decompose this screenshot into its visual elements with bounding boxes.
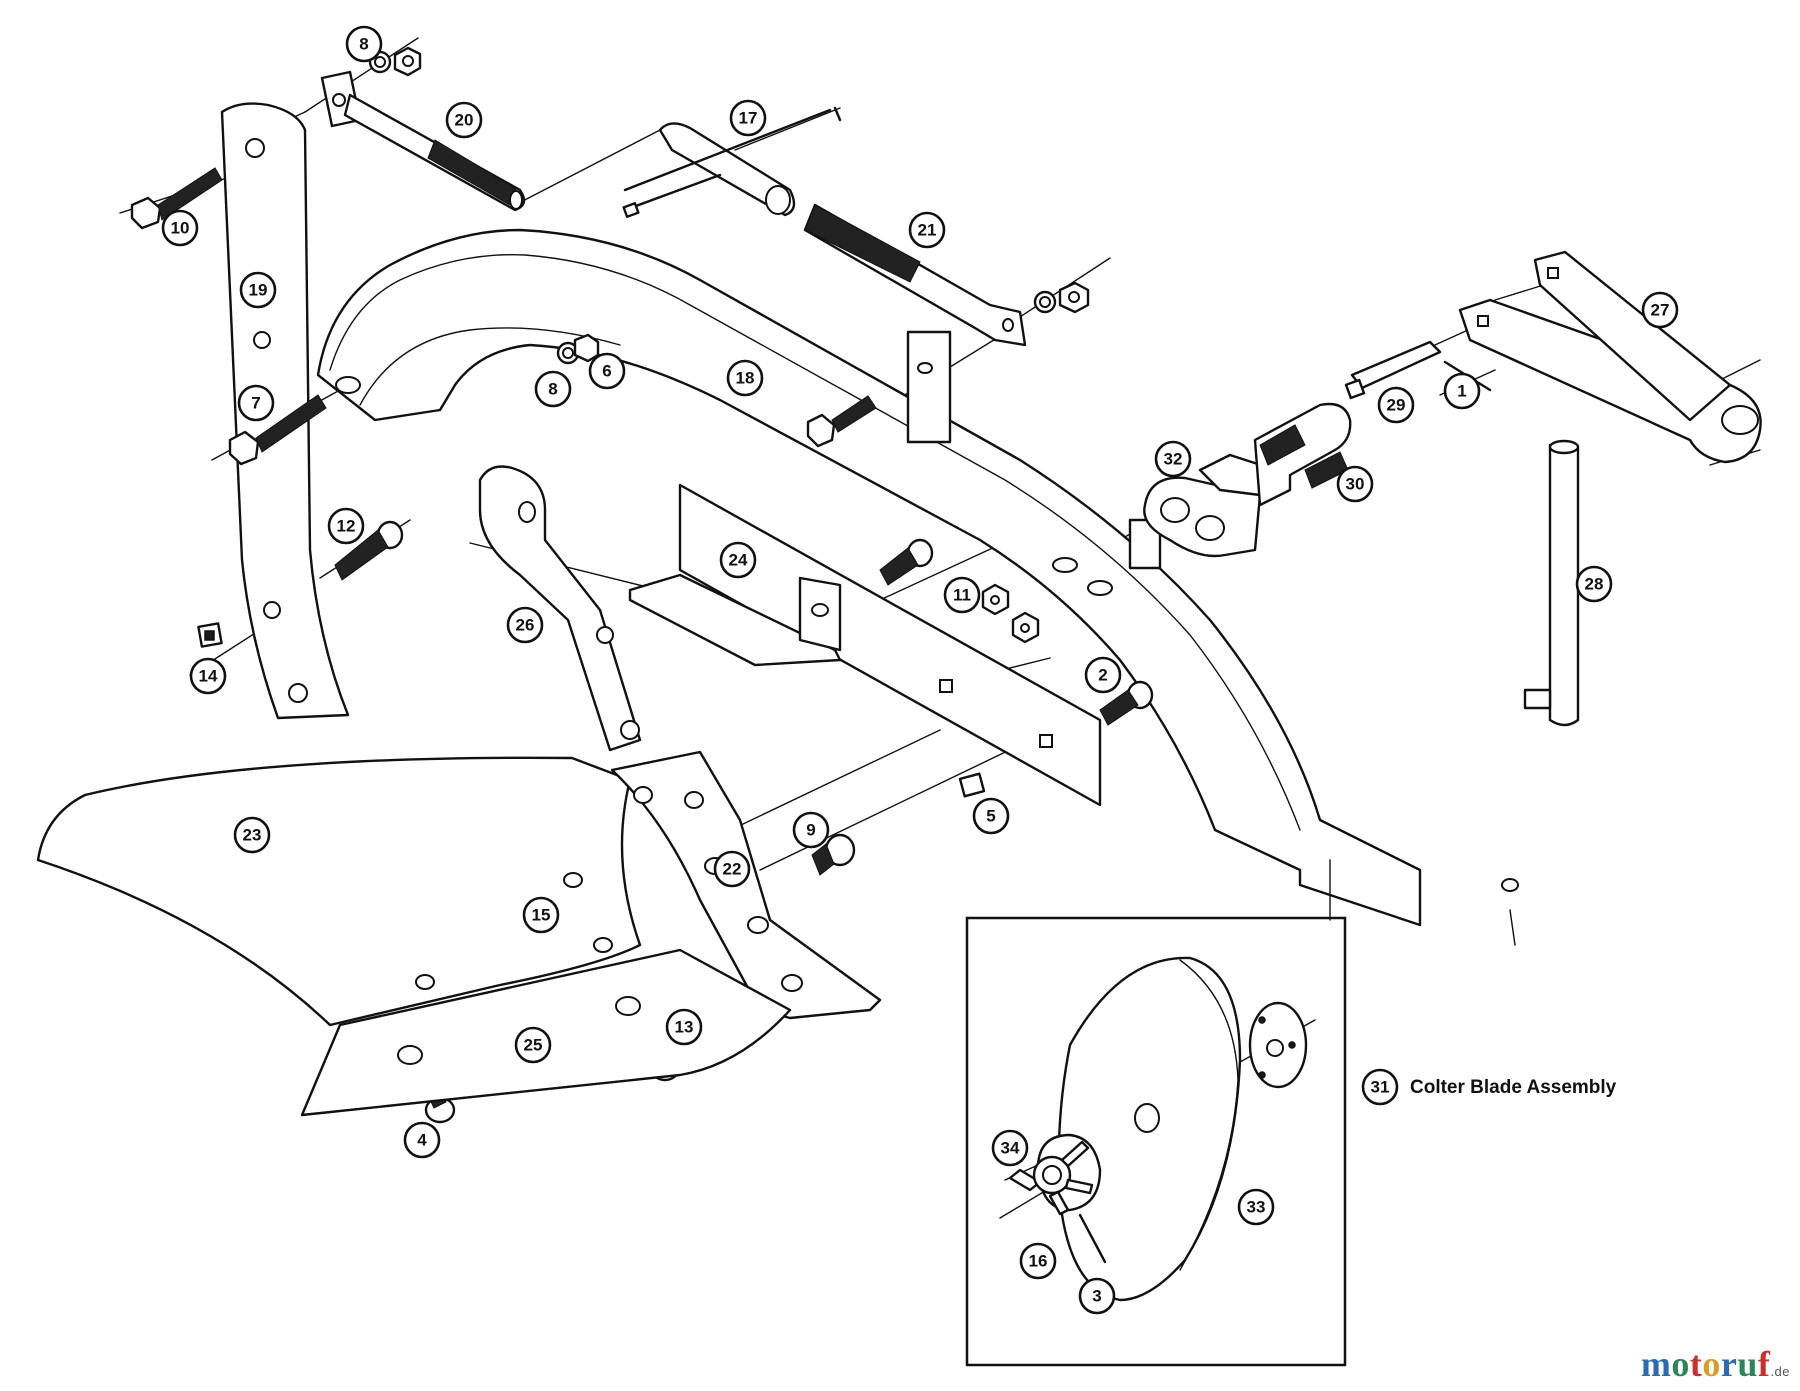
callout-22: 22 [713, 850, 751, 888]
callout-34: 34 [991, 1129, 1029, 1167]
callout-label: 7 [251, 394, 260, 413]
callout-23: 23 [233, 816, 271, 854]
callout-31: 31 [1361, 1068, 1399, 1106]
callout-label: 19 [249, 281, 268, 300]
callout-label: 16 [1029, 1252, 1048, 1271]
watermark-letter: o [1702, 1344, 1721, 1384]
shin-22 [610, 750, 882, 1020]
callout-label: 23 [243, 826, 262, 845]
callout-8a: 8 [345, 25, 383, 63]
callout-18: 18 [726, 359, 764, 397]
shackle-30 [1253, 402, 1352, 507]
callout-12: 12 [327, 507, 365, 545]
callout-8b: 8 [534, 370, 572, 408]
bracket-24 [628, 483, 1113, 807]
watermark-letter: t [1689, 1344, 1703, 1384]
callout-label: 4 [417, 1131, 427, 1150]
callout-29: 29 [1377, 386, 1415, 424]
inset-caption: Colter Blade Assembly [1410, 1077, 1617, 1098]
callout-28: 28 [1575, 565, 1613, 603]
callout-20: 20 [445, 101, 483, 139]
bolts [130, 167, 1154, 1192]
callout-label: 27 [1651, 301, 1670, 320]
crossrod-17 [622, 106, 842, 218]
callout-label: 14 [199, 667, 218, 686]
callout-label: 20 [455, 111, 474, 130]
callout-label: 30 [1346, 475, 1365, 494]
hitch-27 [1458, 250, 1762, 464]
callout-1: 1 [1443, 372, 1481, 410]
callout-16: 16 [1019, 1242, 1057, 1280]
inset-colter-blade [965, 916, 1347, 1367]
callout-label: 28 [1585, 575, 1604, 594]
callout-label: 29 [1387, 396, 1406, 415]
callout-19: 19 [239, 271, 277, 309]
watermark-letter: o [1671, 1344, 1690, 1384]
callout-30: 30 [1336, 465, 1374, 503]
callout-3: 3 [1078, 1277, 1116, 1315]
watermark-letter: f [1757, 1344, 1771, 1384]
callout-26: 26 [506, 606, 544, 644]
callout-label: 3 [1092, 1287, 1101, 1306]
watermark-letter: m [1640, 1344, 1672, 1384]
callout-label: 12 [337, 517, 356, 536]
hardware-top [368, 46, 1090, 365]
callout-label: 15 [532, 906, 551, 925]
callout-label: 8 [359, 35, 368, 54]
beam-18 [316, 228, 1519, 927]
callout-21: 21 [908, 211, 946, 249]
callout-6: 6 [588, 352, 626, 390]
callout-label: 2 [1098, 666, 1107, 685]
callout-4: 4 [403, 1121, 441, 1159]
callout-label: 11 [953, 586, 971, 605]
callout-label: 9 [806, 821, 815, 840]
callout-15: 15 [522, 896, 560, 934]
callout-label: 25 [524, 1036, 543, 1055]
callout-label: 33 [1247, 1198, 1266, 1217]
callout-label: 32 [1164, 450, 1183, 469]
callout-11: 11 [943, 576, 981, 614]
callout-label: 34 [1001, 1139, 1020, 1158]
callout-9: 9 [792, 811, 830, 849]
callout-label: 18 [736, 369, 755, 388]
watermark-suffix: .de [1770, 1364, 1790, 1379]
callout-2: 2 [1084, 656, 1122, 694]
callout-label: 8 [548, 380, 557, 399]
rod-20 [320, 70, 526, 212]
callout-label: 24 [729, 551, 748, 570]
pin-29 [1344, 340, 1492, 400]
callout-24: 24 [719, 541, 757, 579]
callout-14: 14 [189, 657, 227, 695]
watermark-letter: u [1737, 1344, 1758, 1384]
callout-label: 10 [171, 219, 190, 238]
nuts-11 [981, 583, 1040, 644]
callout-label: 21 [918, 221, 937, 240]
pin-28 [1523, 439, 1580, 727]
watermark: motoruf.de [1641, 1343, 1790, 1385]
callout-label: 6 [602, 362, 611, 381]
callout-label: 31 [1371, 1078, 1390, 1097]
callout-label: 26 [516, 616, 535, 635]
callout-25: 25 [514, 1026, 552, 1064]
callouts: 1 2 3 4 5 6 7 8 8 9 10 11 12 13 14 15 16… [161, 25, 1679, 1315]
callout-27: 27 [1641, 291, 1679, 329]
moldboard-23 [36, 756, 642, 1027]
callout-label: 5 [986, 807, 995, 826]
clevis-32 [1143, 453, 1272, 558]
callout-7: 7 [237, 384, 275, 422]
callout-33: 33 [1237, 1188, 1275, 1226]
rod-21 [803, 203, 1027, 347]
watermark-letter: r [1720, 1344, 1738, 1384]
callout-label: 17 [739, 109, 758, 128]
callout-5: 5 [972, 797, 1010, 835]
callout-label: 13 [675, 1018, 694, 1037]
callout-17: 17 [729, 99, 767, 137]
callout-10: 10 [161, 209, 199, 247]
callout-label: 1 [1457, 382, 1466, 401]
callout-label: 22 [723, 860, 742, 879]
callout-13: 13 [665, 1008, 703, 1046]
brace-26 [478, 465, 642, 752]
callout-32: 32 [1154, 440, 1192, 478]
